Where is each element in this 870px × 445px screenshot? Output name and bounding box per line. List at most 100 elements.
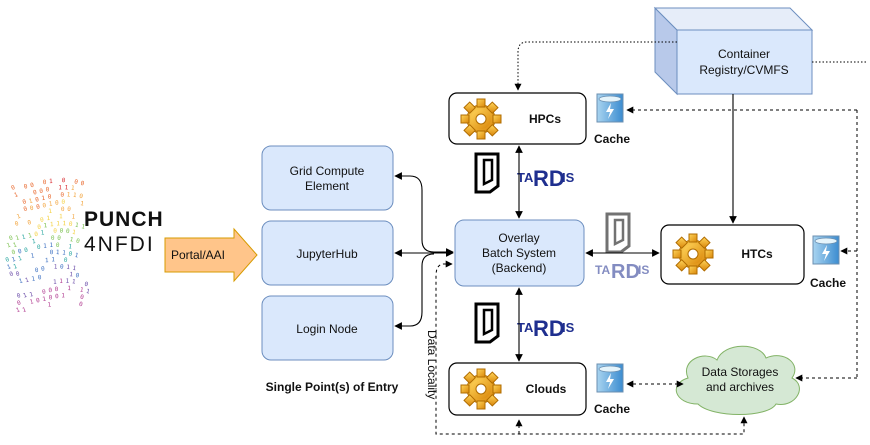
logo-binary-digit: 1 — [46, 215, 51, 222]
tardis-top-is: IS — [562, 170, 575, 185]
grid-compute-element-box[interactable]: Grid Compute Element — [261, 145, 394, 211]
logo-binary-digit: 1 — [81, 223, 86, 231]
logo-binary-digit: 0 — [39, 188, 44, 195]
logo-binary-digit: 1 — [61, 292, 65, 299]
logo-binary-digit: 1 — [42, 296, 47, 303]
logo-binary-digit: 0 — [55, 293, 59, 300]
logo-binary-digit: 1 — [16, 213, 22, 221]
storage-label-1: Data Storages — [702, 365, 779, 379]
hpcs-gear-icon — [460, 98, 502, 140]
logo-binary-digit: 0 — [22, 198, 28, 206]
jupyterhub-box[interactable]: JupyterHub — [261, 220, 394, 286]
logo-binary-digit: 1 — [18, 277, 24, 285]
logo-binary-digit: 1 — [24, 277, 30, 285]
logo-binary-digit: 0 — [61, 206, 65, 213]
logo-binary-digit: 1 — [22, 306, 28, 314]
data-storage-cloud[interactable]: Data Storages and archives — [675, 345, 800, 415]
logo-binary-digit: 1 — [58, 184, 62, 191]
login-node-label: Login Node — [296, 322, 358, 336]
logo-binary-digit: 1 — [70, 185, 75, 192]
htcs-box[interactable]: HTCs — [660, 224, 805, 285]
logo-binary-digit: 0 — [23, 183, 29, 191]
logo-binary-digit: 1 — [43, 222, 48, 229]
logo-binary-digit: 1 — [73, 192, 78, 199]
logo-binary-digit: 0 — [16, 299, 22, 307]
logo-binary-digit: 1 — [40, 229, 45, 236]
logo-binary-digit: 0 — [74, 178, 79, 186]
logo-binary-digit: 0 — [84, 281, 89, 289]
logo-binary-digit: 0 — [8, 234, 14, 242]
logo-binary-digit: 1 — [59, 278, 63, 285]
logo-binary-digit: 0 — [37, 244, 42, 251]
hpcs-cache-label: Cache — [594, 132, 630, 146]
logo-binary-digit: 0 — [14, 220, 20, 228]
clouds-gear-icon — [460, 368, 502, 410]
logo-binary-digit: 0 — [33, 189, 38, 197]
logo-binary-digit: 0 — [24, 247, 29, 255]
logo-binary-digit: 0 — [60, 192, 64, 199]
logo-binary-digit: 0 — [30, 182, 35, 190]
logo-binary-digit: 0 — [27, 219, 33, 227]
logo-binary-digit: 0 — [57, 235, 61, 242]
tardis-top-icon — [474, 152, 500, 194]
logo-binary-digit: 1 — [59, 213, 63, 220]
connectors — [394, 94, 737, 362]
login-node-box[interactable]: Login Node — [261, 295, 394, 361]
logo-binary-digit: 0 — [29, 205, 35, 213]
logo-binary-digit: 1 — [69, 236, 74, 244]
logo-binary-digit: 0 — [48, 294, 53, 301]
logo-binary-digit: 0 — [36, 203, 41, 211]
logo-binary-digit: 1 — [47, 301, 52, 308]
logo-binary-digit: 1 — [49, 201, 54, 208]
logo-binary-digit: 0 — [61, 177, 65, 184]
logo-binary-digit: 1 — [11, 256, 17, 264]
hpcs-label: HPCs — [529, 112, 561, 126]
logo-binary-digit: 1 — [49, 242, 53, 249]
logo-binary-digit: 1 — [13, 191, 19, 199]
logo-binary-digit: 0 — [67, 206, 71, 213]
logo-binary-digit: 0 — [75, 238, 80, 246]
dashed-connectors — [435, 106, 858, 435]
tardis-logo-bottom: TA RD IS — [474, 302, 575, 344]
data-locality-label: Data Locality — [425, 330, 439, 399]
edge-data-locality — [435, 260, 748, 435]
logo-binary-digit: 1 — [67, 285, 71, 292]
logo-binary-digit: 0 — [41, 265, 46, 272]
logo-binary-digit: 1 — [29, 298, 35, 306]
logo-binary-digit: 1 — [17, 255, 23, 263]
tardis-logo-top: TA RD IS — [474, 152, 575, 194]
overlay-batch-system-box[interactable]: Overlay Batch System (Backend) — [454, 219, 585, 287]
logo-binary-digit: 1 — [56, 220, 60, 227]
clouds-cache-label: Cache — [594, 402, 630, 416]
overlay-label-1: Overlay — [498, 231, 539, 245]
hpcs-cache: Cache — [594, 93, 630, 146]
logo-binary-digit: 0 — [23, 205, 29, 213]
logo-binary-digit: 1 — [85, 288, 90, 296]
logo-binary-digit: 1 — [72, 265, 77, 273]
logo-binary-digit: 0 — [42, 202, 47, 209]
hpcs-box[interactable]: HPCs — [448, 92, 587, 145]
tardis-middle-rd: RD — [611, 261, 640, 283]
clouds-box[interactable]: Clouds — [448, 362, 587, 416]
container-registry-box[interactable]: Container Registry/CVMFS — [653, 6, 814, 96]
tardis-bottom-icon — [474, 302, 500, 344]
logo-binary-digit: 0 — [15, 270, 21, 278]
logo-binary-digit: 0 — [68, 250, 73, 258]
logo-binary-digit: 1 — [66, 264, 71, 271]
logo-binary-digit: 1 — [6, 263, 12, 271]
portal-aai-arrow[interactable]: Portal/AAI — [164, 227, 258, 283]
logo-binary-digit: 1 — [29, 291, 35, 299]
tardis-bottom-rd: RD — [533, 316, 565, 341]
grid-compute-label-2: Element — [305, 179, 350, 193]
logo-binary-digit: 0 — [75, 272, 80, 280]
logo-binary-digit: 1 — [43, 243, 47, 250]
logo-binary-digit: 1 — [64, 184, 68, 191]
tardis-bottom-is: IS — [562, 320, 575, 335]
logo-binary-digit: 1 — [51, 256, 55, 263]
edge-grid-overlay — [394, 172, 454, 256]
logo-binary-digit: 0 — [37, 274, 42, 281]
logo-binary-digit: 1 — [13, 263, 19, 271]
logo-binary-digit: 1 — [30, 252, 35, 259]
